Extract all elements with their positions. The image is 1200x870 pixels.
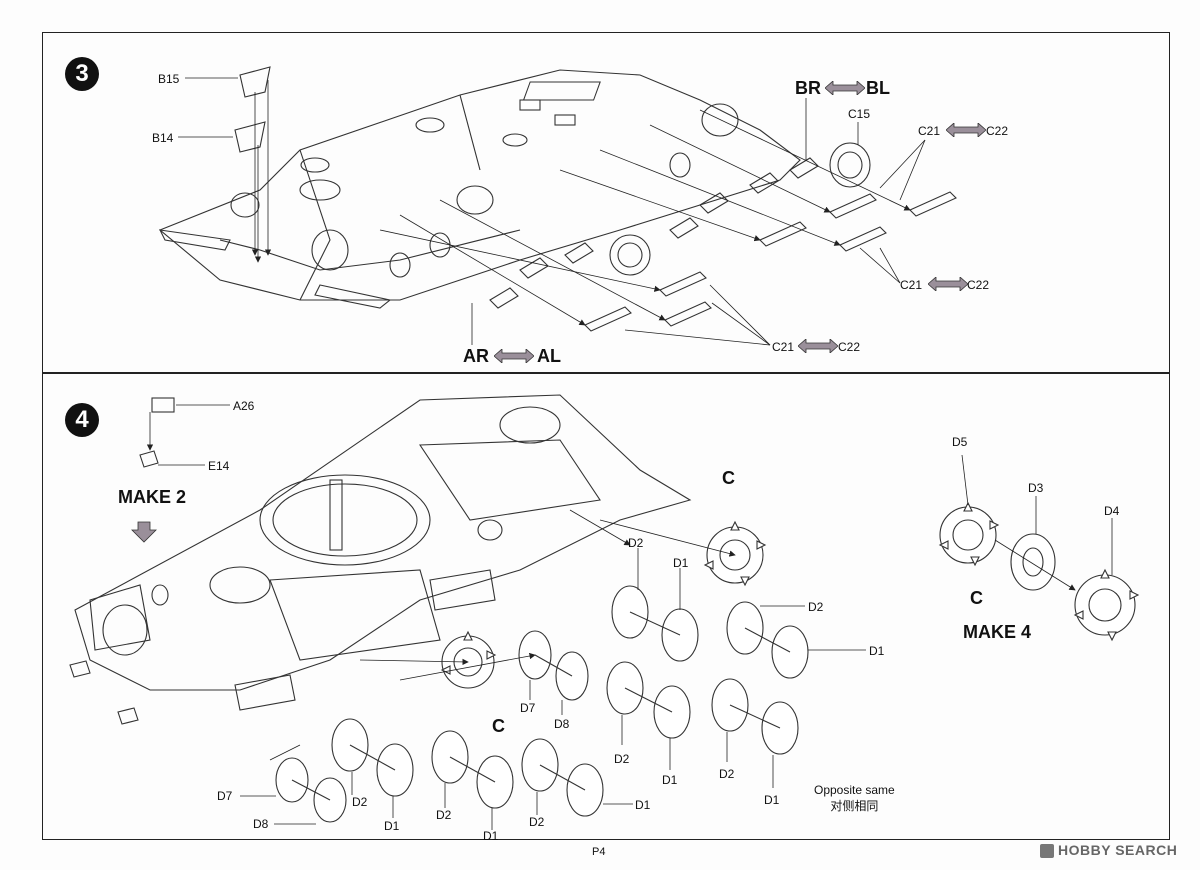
- part-label-d2: D2: [628, 536, 644, 550]
- note-chinese: 对侧相同: [830, 799, 879, 813]
- wheel-pair-5: [711, 678, 799, 755]
- part-label-c21-b: C21: [900, 278, 923, 292]
- make4-label: MAKE 4: [963, 622, 1032, 642]
- part-label-b15: B15: [158, 72, 180, 86]
- swap-arrow-icon: [494, 349, 534, 363]
- swap-arrow-icon: [928, 277, 968, 291]
- label-bl: BL: [866, 78, 890, 98]
- part-label-d1: D1: [869, 644, 885, 658]
- watermark-text: HOBBY SEARCH: [1058, 842, 1178, 858]
- step4-hull-drawing: [69, 394, 692, 725]
- note-english: Opposite same: [814, 783, 895, 797]
- wheel-pair-7: [431, 730, 514, 809]
- part-label-d1: D1: [673, 556, 689, 570]
- label-br: BR: [795, 78, 821, 98]
- step3-number: 3: [65, 57, 99, 91]
- part-label-d2: D2: [808, 600, 824, 614]
- make4-exploded: [938, 501, 1140, 642]
- swap-arrow-icon: [825, 81, 865, 95]
- part-label-c21-c: C21: [772, 340, 795, 354]
- wheel-pair-8: [521, 738, 604, 817]
- step-divider: [42, 372, 1170, 374]
- part-label-d4: D4: [1104, 504, 1120, 518]
- part-label-d7: D7: [217, 789, 233, 803]
- part-label-d1: D1: [635, 798, 651, 812]
- label-al: AL: [537, 346, 561, 366]
- part-label-a26: A26: [233, 399, 255, 413]
- wheel-pair-2: [726, 601, 809, 679]
- label-c-top: C: [722, 468, 735, 488]
- swap-arrow-icon: [798, 339, 838, 353]
- part-label-d1: D1: [483, 829, 499, 843]
- part-label-d8: D8: [554, 717, 570, 731]
- part-label-d2: D2: [436, 808, 452, 822]
- part-label-d2: D2: [529, 815, 545, 829]
- wheel-pair-9: [275, 757, 347, 823]
- part-label-d2: D2: [719, 767, 735, 781]
- part-label-d1: D1: [764, 793, 780, 807]
- watermark-icon: [1040, 844, 1054, 859]
- part-label-e14: E14: [208, 459, 230, 473]
- part-label-c22-b: C22: [967, 278, 990, 292]
- part-label-d1: D1: [662, 773, 678, 787]
- wheel-pair-6: [331, 718, 414, 797]
- part-label-c22-a: C22: [986, 124, 1009, 138]
- part-label-d2: D2: [352, 795, 368, 809]
- part-label-d8: D8: [253, 817, 269, 831]
- watermark-logo: HOBBY SEARCH: [1040, 842, 1178, 859]
- part-label-d7: D7: [520, 701, 536, 715]
- part-label-b14: B14: [152, 131, 174, 145]
- swap-arrow-icon: [946, 123, 986, 137]
- part-label-c15: C15: [848, 107, 871, 121]
- step4-number: 4: [65, 403, 99, 437]
- part-label-c22-c: C22: [838, 340, 861, 354]
- part-label-d2: D2: [614, 752, 630, 766]
- part-label-d3: D3: [1028, 481, 1044, 495]
- make2-label: MAKE 2: [118, 487, 187, 507]
- make2-down-arrow: [131, 521, 157, 543]
- label-c-right: C: [970, 588, 983, 608]
- part-label-c21-a: C21: [918, 124, 941, 138]
- opposite-same-note: Opposite same 对侧相同: [814, 782, 895, 814]
- part-label-d1: D1: [384, 819, 400, 833]
- label-c-mid: C: [492, 716, 505, 736]
- wheel-pair-4: [606, 661, 691, 739]
- label-ar: AR: [463, 346, 489, 366]
- page-number: P4: [592, 846, 606, 858]
- part-label-d5: D5: [952, 435, 968, 449]
- page-frame: [42, 32, 1170, 840]
- step4-wheels: [275, 501, 1140, 823]
- step3-hull-drawing: [158, 66, 957, 332]
- wheel-pair-1: [611, 585, 699, 662]
